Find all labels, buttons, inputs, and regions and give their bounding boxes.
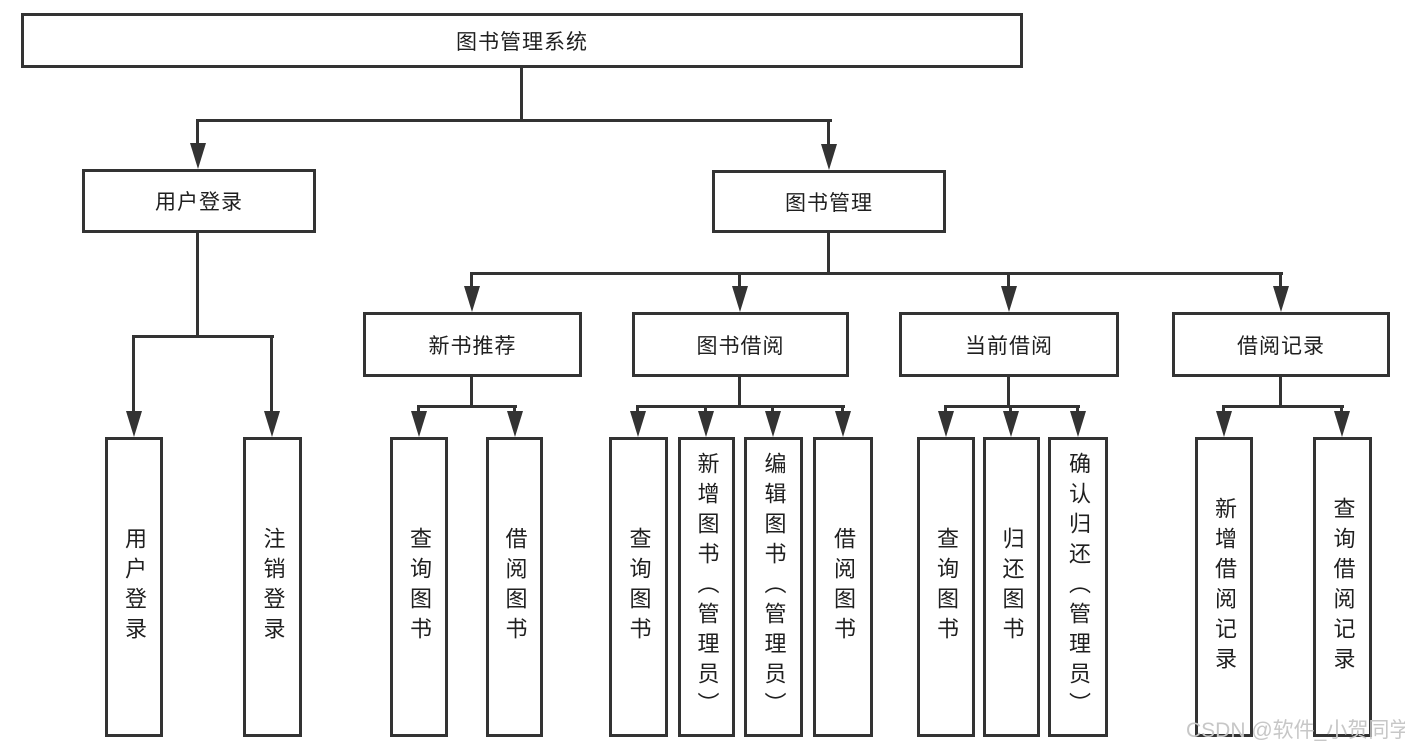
connector-to-leaf-logout-stem [270,337,273,413]
connector-level3-horizontal [470,272,1283,275]
leaf-borrow-borrow-book: 借阅图书 [813,437,873,737]
leaf-record-add-record-label: 新增借阅记录 [1212,497,1237,677]
arrowhead-to-leaf-bb-borrow [835,411,851,437]
node-borrow-record: 借阅记录 [1172,312,1390,377]
arrowhead-to-book-management [821,144,837,170]
arrowhead-to-leaf-nb-query [411,411,427,437]
connector-to-current-borrow-stem [1007,274,1010,289]
node-current-borrow: 当前借阅 [899,312,1119,377]
arrowhead-to-leaf-br-add [1216,411,1232,437]
node-book-borrow-label: 图书借阅 [696,334,785,358]
node-book-management-label: 图书管理 [785,191,873,215]
leaf-current-query-book: 查询图书 [917,437,975,737]
connector-level2-horizontal [196,119,832,122]
leaf-borrow-edit-book-admin-label: 编辑图书（管理员） [761,452,787,722]
connector-new-book-horizontal [417,405,517,408]
leaf-current-confirm-return-admin: 确认归还（管理员） [1048,437,1108,737]
leaf-user-login: 用户登录 [105,437,163,737]
leaf-newbook-borrow-book-label: 借阅图书 [502,527,528,647]
leaf-record-add-record: 新增借阅记录 [1195,437,1253,737]
arrowhead-to-new-book [464,286,480,312]
connector-to-leaf-user-login-stem [132,337,135,413]
leaf-logout-login: 注销登录 [243,437,302,737]
connector-borrow-record-horizontal [1222,405,1344,408]
arrowhead-to-leaf-bb-edit [765,411,781,437]
connector-root-stem [520,66,523,120]
node-book-management: 图书管理 [712,170,946,233]
leaf-current-return-book: 归还图书 [983,437,1040,737]
arrowhead-to-leaf-br-query [1334,411,1350,437]
node-new-book-recommend-label: 新书推荐 [428,334,517,358]
leaf-user-login-label: 用户登录 [122,527,147,647]
connector-book-management-stem [827,233,830,274]
connector-to-user-login-stem [196,121,199,146]
node-root-label: 图书管理系统 [456,30,588,54]
leaf-newbook-borrow-book: 借阅图书 [486,437,543,737]
leaf-current-confirm-return-admin-label: 确认归还（管理员） [1066,452,1091,722]
node-user-login: 用户登录 [82,169,316,233]
connector-user-login-stem [196,233,199,338]
leaf-borrow-query-book-label: 查询图书 [626,527,652,647]
leaf-newbook-query-book-label: 查询图书 [407,527,432,647]
leaf-logout-login-label: 注销登录 [260,527,286,647]
connector-new-book-stem-down [470,377,473,407]
leaf-borrow-query-book: 查询图书 [609,437,668,737]
leaf-borrow-add-book-admin: 新增图书（管理员） [678,437,735,737]
leaf-borrow-borrow-book-label: 借阅图书 [831,527,856,647]
arrowhead-to-leaf-cb-return [1003,411,1019,437]
leaf-record-query-record-label: 查询借阅记录 [1330,497,1356,677]
arrowhead-to-leaf-cb-query [938,411,954,437]
arrowhead-to-current-borrow [1001,286,1017,312]
connector-current-borrow-horizontal [944,405,1080,408]
connector-to-new-book-stem [470,274,473,289]
node-new-book-recommend: 新书推荐 [363,312,582,377]
connector-book-borrow-stem-down [738,377,741,407]
connector-borrow-record-stem-down [1279,377,1282,407]
arrowhead-to-leaf-logout [264,411,280,437]
arrowhead-to-borrow-record [1273,286,1289,312]
arrowhead-to-user-login [190,143,206,169]
arrowhead-to-leaf-user-login [126,411,142,437]
node-borrow-record-label: 借阅记录 [1237,334,1325,358]
arrowhead-to-leaf-bb-query [630,411,646,437]
watermark: CSDN @软件_小贺同学 [1186,719,1405,742]
node-book-borrow: 图书借阅 [632,312,849,377]
arrowhead-to-leaf-nb-borrow [507,411,523,437]
leaf-record-query-record: 查询借阅记录 [1313,437,1372,737]
connector-to-borrow-record-stem [1279,274,1282,289]
connector-to-book-borrow-stem [738,274,741,289]
leaf-current-query-book-label: 查询图书 [934,527,959,647]
node-root: 图书管理系统 [21,13,1023,68]
node-current-borrow-label: 当前借阅 [965,334,1053,358]
arrowhead-to-book-borrow [732,286,748,312]
connector-user-login-horizontal [132,335,274,338]
connector-to-book-management-stem [827,121,830,146]
leaf-borrow-add-book-admin-label: 新增图书（管理员） [694,452,720,722]
leaf-borrow-edit-book-admin: 编辑图书（管理员） [744,437,803,737]
connector-book-borrow-horizontal [636,405,845,408]
arrowhead-to-leaf-cb-confirm [1070,411,1086,437]
connector-current-borrow-stem-down [1007,377,1010,407]
arrowhead-to-leaf-bb-add [698,411,714,437]
leaf-newbook-query-book: 查询图书 [390,437,448,737]
node-user-login-label: 用户登录 [155,191,243,214]
leaf-current-return-book-label: 归还图书 [999,527,1025,647]
